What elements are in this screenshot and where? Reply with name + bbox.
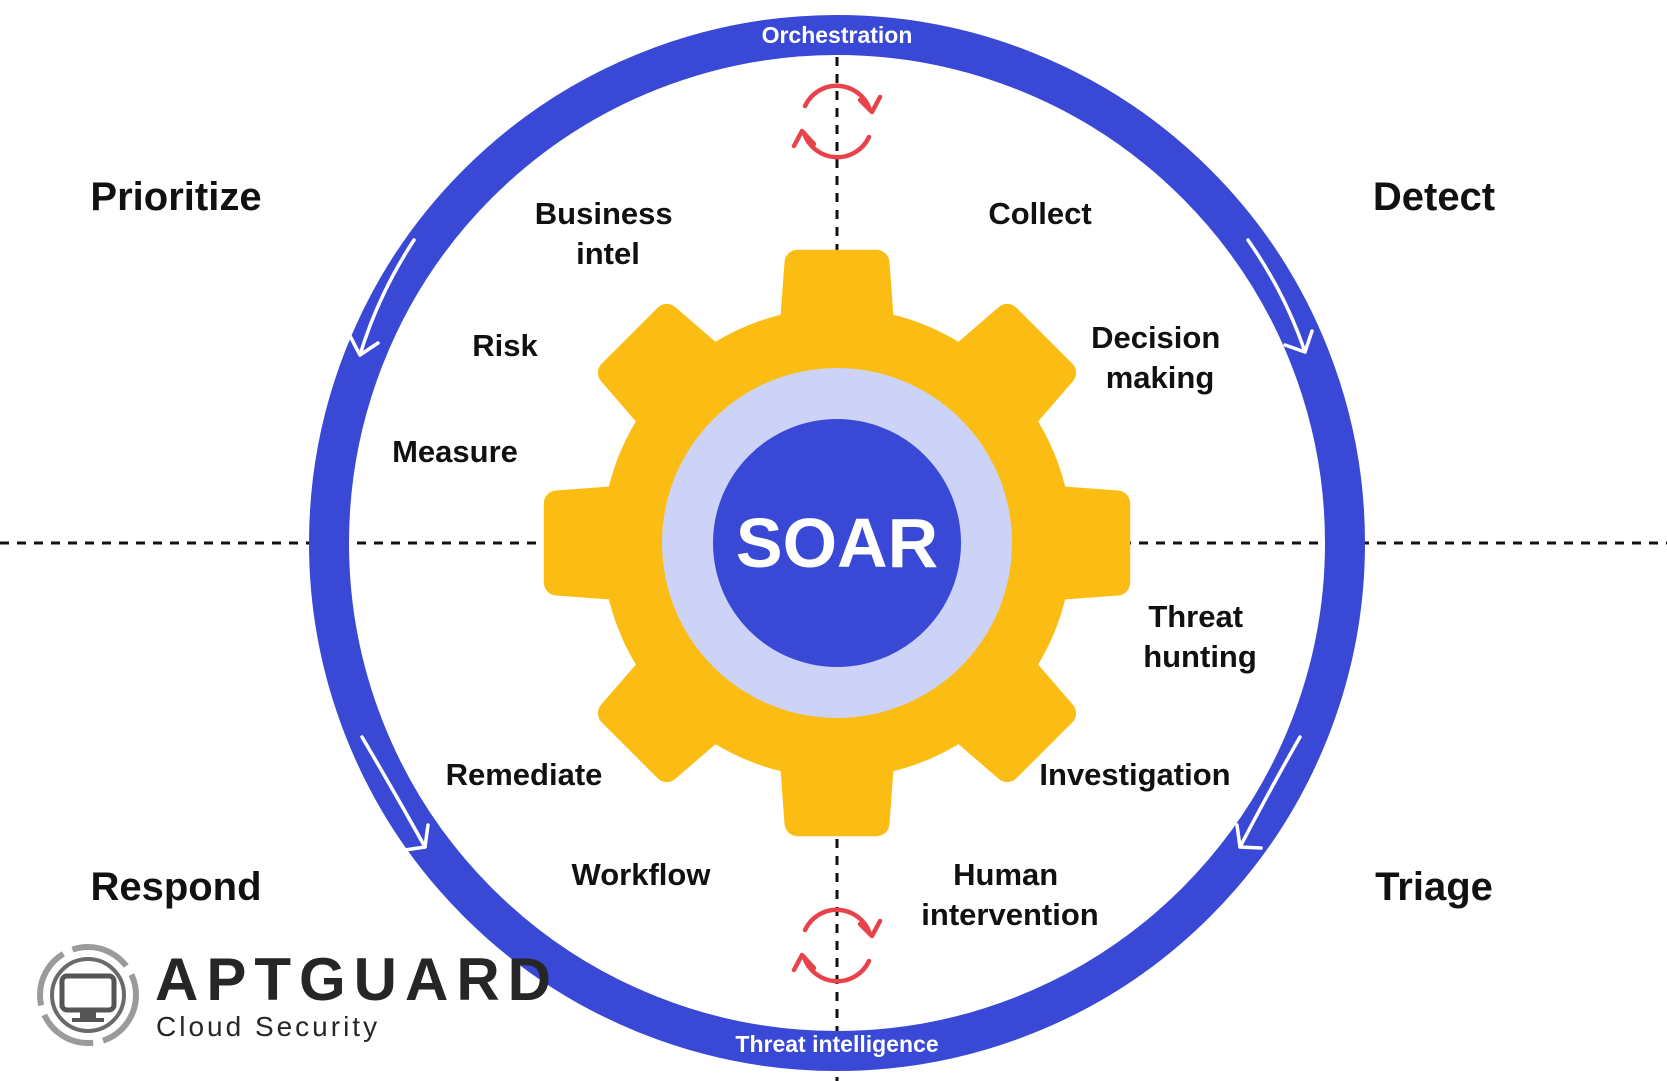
item-decision-making-line2: making [1106, 360, 1215, 395]
item-measure: Measure [392, 434, 518, 469]
cycle-arrows-icon-top [791, 83, 883, 160]
quadrant-title-triage: Triage [1375, 865, 1493, 909]
item-human-intervention-line1: Human [953, 857, 1058, 892]
quadrant-title-prioritize: Prioritize [90, 175, 261, 219]
item-human-intervention-line2: intervention [921, 897, 1098, 932]
logo-emblem-icon [37, 944, 139, 1046]
item-business-intel: Business intel [535, 196, 681, 271]
center-label: SOAR [736, 504, 938, 582]
item-remediate: Remediate [446, 757, 603, 792]
ring-flow-arrows [348, 238, 1314, 852]
aptguard-logo: APTGUARD Cloud Security [37, 944, 559, 1046]
ring-label-orchestration: Orchestration [762, 22, 913, 48]
item-decision-making-line1: Decision [1091, 320, 1220, 355]
outer-ring [309, 15, 1365, 1071]
cycle-arrows-icon-bottom [791, 907, 883, 984]
ring-label-threat-intelligence: Threat intelligence [735, 1031, 938, 1057]
item-business-intel-line2: intel [576, 236, 640, 271]
item-workflow: Workflow [572, 857, 712, 892]
item-threat-hunting-line1: Threat [1148, 599, 1243, 634]
flow-arrow-icon-bottomright [1235, 735, 1302, 850]
item-collect: Collect [988, 196, 1091, 231]
item-business-intel-line1: Business [535, 196, 673, 231]
logo-tagline: Cloud Security [156, 1011, 380, 1042]
item-human-intervention: Human intervention [921, 857, 1098, 932]
item-investigation: Investigation [1039, 757, 1230, 792]
logo-wordmark: APTGUARD [155, 946, 559, 1013]
flow-arrow-icon-bottomleft [360, 735, 430, 852]
flow-arrow-icon-topleft [348, 238, 416, 357]
quadrant-title-detect: Detect [1373, 175, 1495, 219]
soar-core [713, 419, 961, 667]
item-threat-hunting: Threat hunting [1143, 599, 1257, 674]
flow-arrow-icon-topright [1246, 238, 1314, 354]
item-risk: Risk [472, 328, 538, 363]
quadrant-title-respond: Respond [90, 865, 261, 909]
item-threat-hunting-line2: hunting [1143, 639, 1257, 674]
item-decision-making: Decision making [1091, 320, 1229, 395]
